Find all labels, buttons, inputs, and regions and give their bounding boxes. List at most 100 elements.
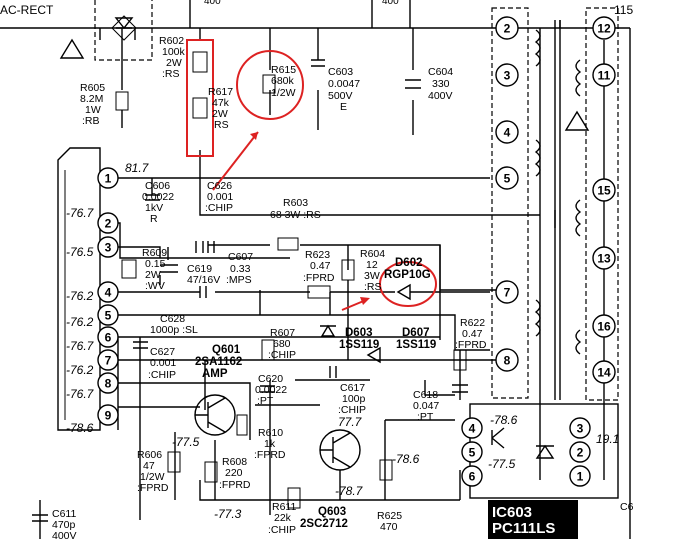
d603-name: D603 [345, 327, 373, 339]
c620-name: C620 [258, 373, 283, 385]
voltage-ic-node: -78.6 [392, 452, 420, 466]
resistor-r603 [277, 237, 299, 251]
voltage-pin3: -76.5 [66, 245, 94, 259]
r623-name: R623 [305, 249, 330, 261]
resistor-r622 [453, 349, 467, 371]
q601-name: Q601 [212, 344, 241, 356]
c604-value: 330 [432, 78, 450, 90]
r606-name: R606 [137, 449, 162, 461]
transformer-pin-left-1: 3 [495, 63, 519, 87]
transformer-pin-right-1-label: 11 [598, 69, 611, 83]
voltage-q603-collector: 77.7 [338, 415, 363, 429]
voltage-pin7: -76.2 [66, 363, 94, 377]
diode-d602 [396, 283, 411, 301]
transformer-pin-right-1: 11 [592, 63, 616, 87]
r605-name: R605 [80, 82, 105, 94]
c604-voltage: 400V [428, 90, 453, 102]
voltage-ic-pin2: 19.1 [596, 432, 619, 446]
ic603-pin-5: 1 [569, 465, 591, 487]
resistor-r602 [192, 51, 208, 73]
c620-value: 0.0022 [255, 384, 287, 396]
r623-value: 0.47 [310, 260, 331, 272]
transformer-pin-right-3-label: 13 [597, 252, 611, 266]
voltage-labels: 81.7-76.7-76.5-76.2-76.2-76.7-76.2-76.7-… [66, 161, 619, 521]
transformer-pin-left-4: 7 [495, 280, 519, 304]
voltage-pin8: -76.7 [66, 387, 95, 401]
connector-pin-3-label: 3 [105, 241, 112, 255]
c627-type: :CHIP [148, 369, 176, 381]
ic603-pin-5-circle [569, 465, 591, 487]
q603-name: Q603 [318, 506, 346, 518]
r604-type: :RS [364, 281, 382, 293]
ic603-pin-3: 3 [569, 417, 591, 439]
transformer-pin-left-3: 5 [495, 166, 519, 190]
red-circle-d602 [379, 261, 437, 307]
ic603-pin-2: 6 [461, 465, 483, 487]
voltage-pin5: -76.2 [66, 315, 94, 329]
c618-value: 0.047 [413, 400, 439, 412]
r607-name: R607 [270, 327, 295, 339]
q601-part: 2SA1162 [195, 356, 242, 368]
voltage-pin9: -78.6 [66, 421, 94, 435]
voltage-pin2: -76.7 [66, 206, 95, 220]
r611-value: 22k [274, 512, 292, 524]
r604-name: R604 [360, 248, 385, 260]
transformer-pin-right-2-circle [592, 178, 616, 202]
ic603-name: IC603 [492, 504, 532, 521]
r605-type: :RB [82, 115, 100, 127]
connector-pin-5: 5 [97, 304, 119, 326]
capacitor-c606 [145, 178, 160, 201]
transformer [491, 7, 619, 401]
transformer-pin-right-0-label: 12 [597, 22, 611, 36]
transformer-pin-left-4-circle [495, 280, 519, 304]
c603-value: 0.0047 [328, 78, 360, 90]
ic603-pin-0-label: 4 [469, 422, 476, 436]
ic603-pin-1: 5 [461, 441, 483, 463]
c619-value: 47/16V [187, 274, 220, 286]
transformer-pin-left-0: 2 [495, 16, 519, 40]
c627-value: 0.001 [150, 357, 176, 369]
r608-type: :FPRD [219, 479, 251, 491]
warning-triangle-left [59, 38, 85, 59]
capacitor-c604 [405, 79, 421, 89]
r609-value: 0.15 [145, 258, 166, 270]
connector-pin-2-circle [97, 212, 119, 234]
transformer-pin-right-0: 12 [592, 16, 616, 40]
capacitor-c627 [133, 341, 148, 349]
c618-name: C618 [413, 389, 438, 401]
connector-pin-3-circle [97, 236, 119, 258]
bridge-diode [114, 17, 134, 30]
voltage-pin1: 81.7 [125, 161, 150, 175]
c603-voltage: 500V [328, 90, 353, 102]
connector-pin-9-label: 9 [105, 409, 112, 423]
r605-value: 8.2M [80, 93, 103, 105]
r617-value: 47k [212, 97, 230, 109]
c606-voltage: 1kV [145, 202, 163, 214]
r610-type: :FPRD [254, 449, 286, 461]
ic603-label-bg [488, 500, 578, 539]
r608-name: R608 [222, 456, 247, 468]
resistor-r611 [287, 487, 301, 509]
c603-type: E [340, 101, 347, 113]
connector-pin-7: 7 [97, 349, 119, 371]
diode-d607 [366, 346, 381, 364]
q603-part: 2SC2712 [300, 518, 348, 530]
transformer-pin-right-4-label: 16 [597, 320, 611, 334]
d602-name: D602 [395, 257, 423, 269]
capacitor-c620 [260, 385, 275, 393]
d607-name: D607 [402, 327, 430, 339]
c628-value: 1000p :SL [150, 324, 198, 336]
capacitor-c607 [207, 241, 215, 253]
resistor-r605 [115, 91, 129, 111]
connector-pin-4-circle [97, 281, 119, 303]
c607-value: 0.33 [230, 263, 251, 275]
c626-name: C626 [207, 180, 232, 192]
resistor-r625 [379, 459, 393, 481]
c617-name: C617 [340, 382, 365, 394]
transformer-pin-left-4-label: 7 [504, 286, 511, 300]
capacitor-c619 [160, 264, 178, 273]
connector-pin-5-label: 5 [105, 309, 112, 323]
c627-name: C627 [150, 346, 175, 358]
c606-value: 0.0022 [142, 191, 174, 203]
